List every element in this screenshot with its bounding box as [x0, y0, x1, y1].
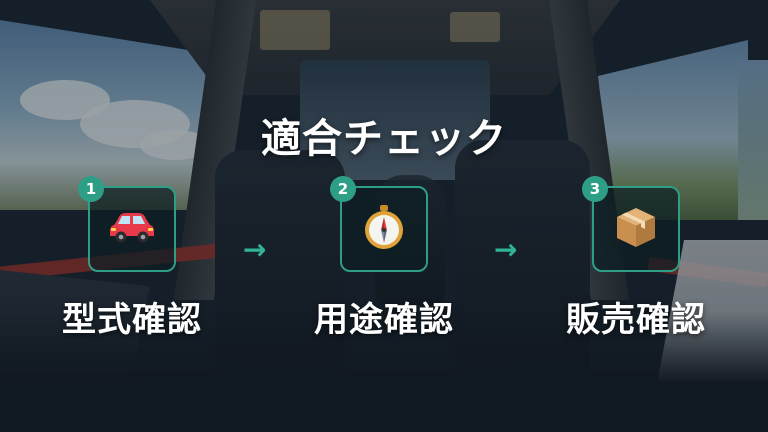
step-3-number-badge: 3: [582, 176, 608, 202]
far-right-window-view: [738, 60, 768, 220]
step-1: 1 型式確認: [52, 176, 212, 341]
step-1-number-badge: 1: [78, 176, 104, 202]
step-1-icon-box: 1: [78, 176, 176, 272]
step-3: 3 販売確認: [556, 176, 716, 341]
package-icon: [614, 205, 658, 253]
floor: [0, 312, 768, 432]
step-2: 2 用途確認: [304, 176, 464, 341]
page-title: 適合チェック: [261, 116, 507, 162]
car-icon: [108, 209, 156, 249]
compass-icon: [362, 204, 406, 254]
arrow-right-icon: →: [494, 233, 518, 266]
step-2-number-badge: 2: [330, 176, 356, 202]
step-3-icon-box: 3: [582, 176, 680, 272]
step-2-label: 用途確認: [314, 300, 454, 340]
step-2-icon-box: 2: [330, 176, 428, 272]
step-1-label: 型式確認: [62, 300, 202, 340]
step-3-label: 販売確認: [566, 300, 706, 340]
arrow-right-icon: →: [243, 233, 267, 266]
